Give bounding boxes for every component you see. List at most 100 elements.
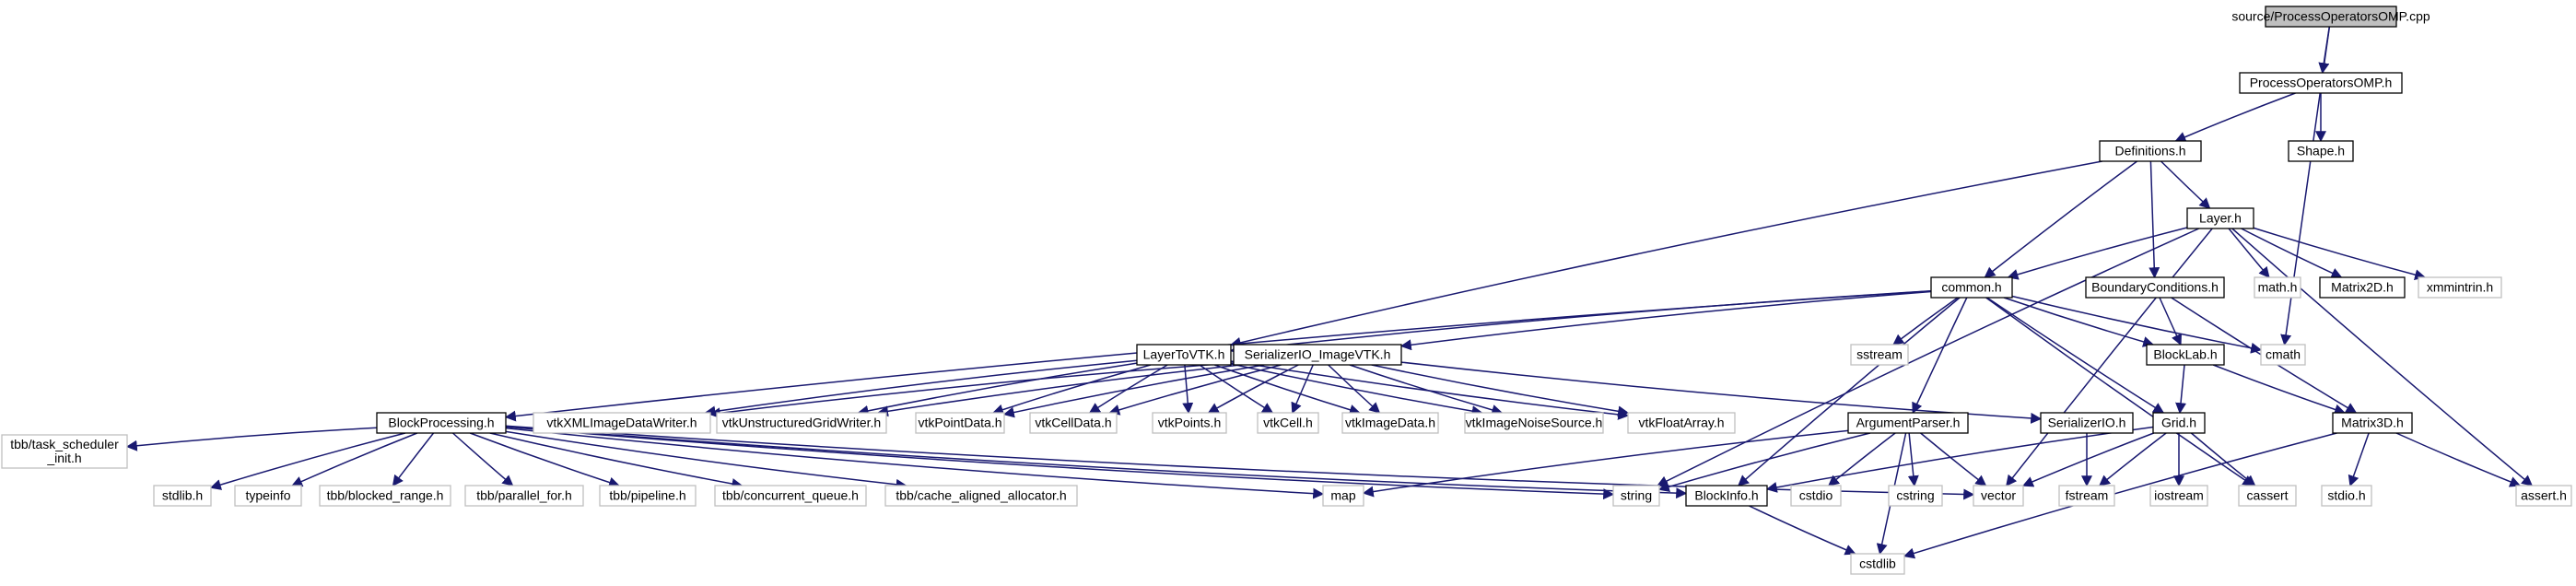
edge-l2vtk-to-vnoise: [1230, 363, 1483, 417]
node-matrix2d-h[interactable]: Matrix2D.h: [2319, 276, 2406, 299]
node-layer: source/ProcessOperatorsOMP.cppProcessOpe…: [1, 6, 2572, 575]
node-box: [1152, 412, 1227, 434]
edge-grid-to-vector: [2021, 432, 2154, 487]
node-label: ProcessOperatorsOMP.h: [2250, 76, 2393, 90]
node-label: stdlib.h: [162, 488, 203, 503]
node-argumentparser-h[interactable]: ArgumentParser.h: [1847, 412, 1969, 434]
node-box: [2040, 412, 2134, 434]
node-label: ArgumentParser.h: [1856, 416, 1961, 430]
node-label: tbb/blocked_range.h: [327, 488, 444, 503]
node-box: [716, 412, 887, 434]
node-label: common.h: [1941, 280, 2001, 295]
node-box: [1464, 412, 1604, 434]
node-label: tbb/task_scheduler: [10, 437, 119, 451]
node-box: [2265, 6, 2397, 28]
edge-argp-to-map: [1362, 429, 1849, 498]
node-box: [1257, 412, 1319, 434]
node-label: source/ProcessOperatorsOMP.cpp: [2231, 9, 2430, 24]
edge-l2vtk-to-vpts: [1182, 364, 1194, 415]
edge-layer-to-m2d: [2241, 228, 2343, 278]
node-label: Matrix2D.h: [2331, 280, 2394, 295]
node-box: [2515, 485, 2572, 507]
edge-common-to-grid: [1986, 297, 2165, 414]
node-box: [1930, 276, 2013, 299]
edge-defs-to-common: [1984, 160, 2138, 278]
node-label: SerializerIO_ImageVTK.h: [1245, 347, 1391, 362]
node-label: BlockProcessing.h: [388, 416, 494, 430]
edge-defs-to-l2vtk: [1229, 160, 2102, 348]
node-label: vtkPointData.h: [918, 416, 1001, 430]
edge-common-to-cassert: [1985, 297, 2254, 486]
edge-l2vtk-to-vcd: [1088, 364, 1168, 414]
edge-l2vtk-to-ugw: [857, 362, 1138, 416]
node-label: stdio.h: [2327, 488, 2365, 503]
node-label: vtkXMLImageDataWriter.h: [546, 416, 697, 430]
node-box: [2239, 72, 2403, 94]
node-iostream: iostream: [2149, 485, 2208, 507]
node-label: typeinfo: [245, 488, 290, 503]
node-box: [2085, 276, 2225, 299]
node-box: [2260, 344, 2306, 366]
node-label: cmath: [2266, 347, 2301, 362]
node-definitions-h[interactable]: Definitions.h: [2099, 140, 2202, 162]
node-box: [1233, 344, 1402, 366]
node-matrix3d-h[interactable]: Matrix3D.h: [2332, 412, 2413, 434]
node-blockprocessing-h[interactable]: BlockProcessing.h: [376, 412, 507, 434]
node-vtkunstructuredgridwriter-h: vtkUnstructuredGridWriter.h: [716, 412, 887, 434]
edge-blockproc-to-vector: [505, 425, 1975, 500]
node-grid-h[interactable]: Grid.h: [2152, 412, 2206, 434]
node-box: [1341, 412, 1439, 434]
node-label: vector: [1981, 488, 2016, 503]
node-label: Definitions.h: [2114, 144, 2185, 158]
node-boundaryconditions-h[interactable]: BoundaryConditions.h: [2085, 276, 2225, 299]
node-source-processoperatorsomp-cpp[interactable]: source/ProcessOperatorsOMP.cpp: [2231, 6, 2430, 28]
node-box: [2418, 276, 2502, 299]
node-label: Shape.h: [2297, 144, 2345, 158]
edge-blockproc-to-blockinfo: [505, 426, 1688, 499]
edge-serimg-to-vimg: [1328, 364, 1381, 414]
node-box: [2152, 412, 2206, 434]
node-label: fstream: [2066, 488, 2109, 503]
node-box: [1850, 344, 1909, 366]
node-layertovtk-h[interactable]: LayerToVTK.h: [1136, 344, 1232, 366]
node-serializerio-h[interactable]: SerializerIO.h: [2040, 412, 2134, 434]
edge-blockproc-to-stdlib: [209, 432, 406, 490]
node-xmmintrin-h: xmmintrin.h: [2418, 276, 2502, 299]
node-vtkpoints-h: vtkPoints.h: [1152, 412, 1227, 434]
node-shape-h[interactable]: Shape.h: [2288, 140, 2354, 162]
node-box: [1685, 485, 1768, 507]
node-label: Layer.h: [2199, 211, 2242, 226]
node-label: _init.h: [46, 451, 81, 465]
node-stdlib-h: stdlib.h: [153, 485, 212, 507]
node-processoperatorsomp-h[interactable]: ProcessOperatorsOMP.h: [2239, 72, 2403, 94]
node-label: BoundaryConditions.h: [2091, 280, 2219, 295]
node-vtkpointdata-h: vtkPointData.h: [915, 412, 1005, 434]
node-box: [1888, 485, 1943, 507]
edge-l2vtk-to-vcell: [1199, 364, 1274, 414]
edge-pomp-to-defs: [2174, 92, 2296, 143]
node-box: [2099, 140, 2202, 162]
node-label: cstdio: [1799, 488, 1833, 503]
node-serializerio-imagevtk-h[interactable]: SerializerIO_ImageVTK.h: [1233, 344, 1402, 366]
edge-layer-to-xmm: [2253, 227, 2427, 281]
node-blocklab-h[interactable]: BlockLab.h: [2146, 344, 2225, 366]
node-box: [714, 485, 867, 507]
edge-serimg-to-vcd: [1108, 364, 1282, 416]
node-box: [533, 412, 711, 434]
node-blockinfo-h[interactable]: BlockInfo.h: [1685, 485, 1768, 507]
edge-defs-to-boundary: [2149, 160, 2160, 279]
node-common-h[interactable]: common.h: [1930, 276, 2013, 299]
node-label: vtkPoints.h: [1158, 416, 1221, 430]
node-label: vtkFloatArray.h: [1638, 416, 1724, 430]
edge-serimg-to-ugw: [877, 364, 1241, 417]
node-sstream: sstream: [1850, 344, 1909, 366]
node-tbb-pipeline-h: tbb/pipeline.h: [599, 485, 697, 507]
node-label: BlockInfo.h: [1694, 488, 1758, 503]
edge-grid-to-blockinfo: [1765, 426, 2154, 493]
node-cmath: cmath: [2260, 344, 2306, 366]
node-layer-h[interactable]: Layer.h: [2186, 207, 2254, 229]
node-vector: vector: [1973, 485, 2024, 507]
edge-boundary-to-blocklab: [2159, 297, 2182, 346]
node-label: vtkImageNoiseSource.h: [1466, 416, 1603, 430]
node-label: vtkImageData.h: [1345, 416, 1435, 430]
